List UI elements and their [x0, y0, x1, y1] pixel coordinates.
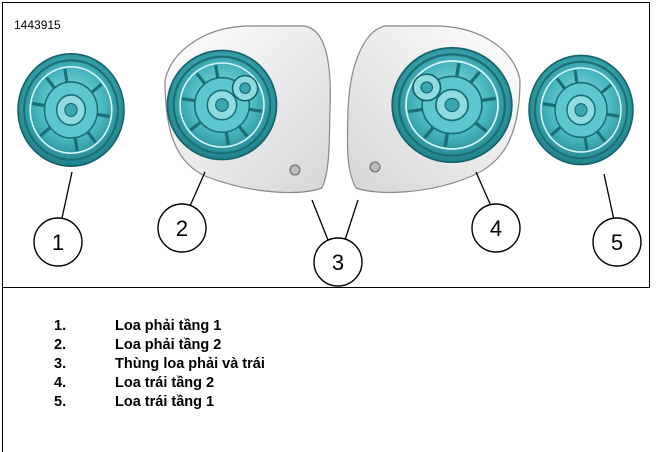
legend-label: Loa phải tầng 1	[115, 317, 222, 334]
legend-item: 3. Thùng loa phải và trái	[54, 354, 265, 373]
callout-5: 5	[592, 217, 642, 267]
legend-number: 1.	[54, 317, 67, 334]
frame-right-border	[649, 2, 650, 288]
speaker-5-image	[527, 53, 635, 167]
legend-label: Loa phải tầng 2	[115, 336, 222, 353]
legend-number: 5.	[54, 393, 67, 410]
legend-list: 1. Loa phải tầng 1 2. Loa phải tầng 2 3.…	[54, 316, 265, 411]
callout-3: 3	[313, 237, 363, 287]
callout-3-label: 3	[332, 250, 344, 275]
frame-left-border	[2, 2, 3, 452]
speaker-4-image	[392, 48, 512, 162]
legend-label: Loa trái tầng 2	[115, 374, 215, 391]
callout-1-label: 1	[52, 230, 64, 255]
speaker-2-image	[167, 50, 276, 159]
legend-number: 3.	[54, 355, 67, 372]
leader-lines	[61, 171, 615, 241]
callout-4-label: 4	[490, 216, 502, 241]
frame-separator	[2, 287, 650, 288]
callout-4: 4	[471, 203, 521, 253]
callout-5-label: 5	[611, 230, 623, 255]
frame-top-border	[2, 2, 650, 3]
legend-item: 1. Loa phải tầng 1	[54, 316, 265, 335]
legend-item: 2. Loa phải tầng 2	[54, 335, 265, 354]
legend-item: 4. Loa trái tầng 2	[54, 373, 265, 392]
speaker-1-image	[16, 52, 126, 168]
legend-label: Loa trái tầng 1	[115, 393, 215, 410]
callout-2: 2	[157, 203, 207, 253]
legend-item: 5. Loa trái tầng 1	[54, 392, 265, 411]
legend-label: Thùng loa phải và trái	[115, 355, 265, 372]
callout-1: 1	[33, 217, 83, 267]
figure-id: 1443915	[14, 18, 61, 32]
legend-number: 2.	[54, 336, 67, 353]
speaker-illustration: 1 2 3 4 5	[16, 25, 642, 287]
legend-number: 4.	[54, 374, 67, 391]
callout-2-label: 2	[176, 216, 188, 241]
